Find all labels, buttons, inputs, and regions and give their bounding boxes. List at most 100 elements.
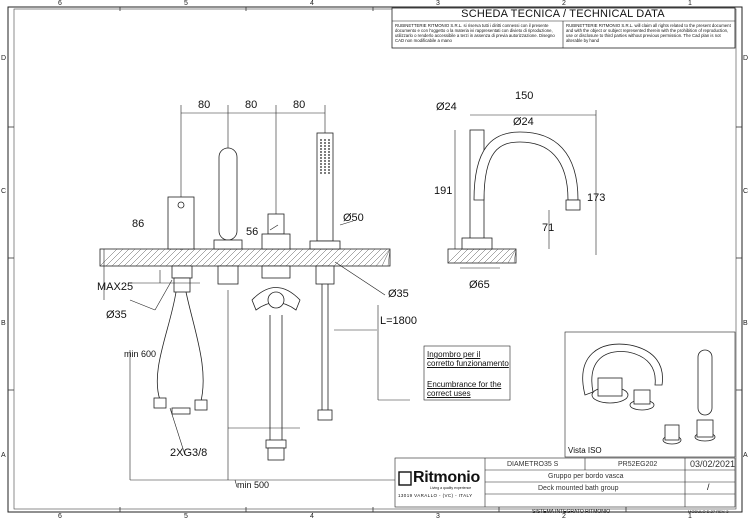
hatch-line [309, 248, 328, 267]
header-notice-it: RUBINETTERIE RITMONIO S.R.L. si riserva … [395, 23, 555, 43]
hatch-line [495, 248, 511, 264]
iso-drawing [582, 343, 716, 445]
shower-nozzle-dot [320, 151, 322, 153]
shower-nozzle-dot [324, 163, 326, 165]
iso-view-label: Vista ISO [568, 446, 602, 455]
hatch-line [123, 248, 142, 267]
shower-nozzle-dot [320, 145, 322, 147]
hatch-line [213, 248, 232, 267]
hatch-line [195, 248, 214, 267]
description-it: Gruppo per bordo vasca [548, 473, 624, 480]
hatch-line [153, 248, 172, 267]
hatch-line [459, 248, 475, 264]
hatch-line [381, 248, 391, 267]
header-title: SCHEDA TECNICA / TECHNICAL DATA [461, 8, 665, 20]
hatch-line [303, 248, 322, 267]
dim-top-80-3: 80 [293, 99, 306, 111]
shower-nozzle-dot [324, 154, 326, 156]
dim-top-80-2: 80 [245, 99, 258, 111]
shower-nozzle-dot [328, 166, 330, 168]
shower-nozzle-dot [328, 157, 330, 159]
grid-right-d: D [743, 55, 749, 62]
shower-nozzle-dot [324, 139, 326, 141]
hoses [156, 284, 329, 440]
hatch-line [387, 248, 391, 267]
side-spout [461, 129, 581, 250]
shower-nozzle-dot [324, 151, 326, 153]
hatch-line [351, 248, 370, 267]
shower-nozzle-dot [324, 172, 326, 174]
shower-nozzle-dot [328, 139, 330, 141]
grid-left-c: C [1, 188, 7, 195]
dim-min500: min 500 [237, 480, 270, 490]
grid-right-a: A [743, 452, 748, 459]
hatch-line [291, 248, 310, 267]
hatch-line [477, 248, 493, 264]
shower-nozzle-dot [324, 145, 326, 147]
shower-nozzle-dot [328, 145, 330, 147]
side-dim-173: 173 [587, 192, 606, 204]
hatch-line [489, 248, 505, 264]
hatch-line [273, 248, 292, 267]
hatch-line [189, 248, 208, 267]
grid-top-6: 6 [58, 0, 62, 7]
grid-bottom-1: 1 [688, 513, 692, 520]
side-dim-191: 191 [434, 185, 453, 197]
hatch-line [297, 248, 316, 267]
hatch-line [357, 248, 376, 267]
inner-frame [13, 8, 737, 510]
hatch-line [183, 248, 202, 267]
hatch-line [105, 248, 124, 267]
hatch-line [231, 248, 250, 267]
hatch-line [447, 248, 463, 264]
dim-max25: MAX25 [97, 281, 134, 293]
grid-top-5: 5 [184, 0, 188, 7]
shower-nozzle-dot [324, 148, 326, 150]
shower-nozzle-dot [320, 142, 322, 144]
dim-l1800: L=1800 [380, 315, 418, 327]
hatch-line [285, 248, 304, 267]
hatch-line [207, 248, 226, 267]
mixer-valve [251, 213, 301, 311]
shower-nozzle-dot [320, 163, 322, 165]
module-code: MODULO D.27 REV. 3 [688, 509, 729, 514]
brand-name: Ritmonio [413, 469, 480, 486]
dim-min600: min 600 [124, 349, 157, 359]
note-en: Encumbrance for the correct uses [427, 380, 502, 398]
hatch-line [249, 248, 268, 267]
brand-address: 13019 VARALLO - (VC) - ITALY [398, 493, 473, 498]
shower-nozzle-dot [320, 169, 322, 171]
hatch-line [507, 248, 517, 264]
side-dim-d24-top: Ø24 [436, 101, 457, 113]
deck-hatch [99, 248, 391, 267]
hatch-line [165, 248, 184, 267]
side-dimensions [454, 110, 597, 269]
grid-bottom-3: 3 [436, 513, 440, 520]
header-box [391, 7, 736, 49]
hose-fittings [153, 397, 333, 461]
hatch-line [237, 248, 256, 267]
hatch-line [465, 248, 481, 264]
shower-nozzle-dot [328, 148, 330, 150]
grid-right-c: C [743, 188, 749, 195]
shower-nozzle-dot [320, 154, 322, 156]
hatch-line [147, 248, 166, 267]
zone-ticks [8, 7, 742, 512]
dim-d50: Ø50 [343, 212, 364, 224]
hatch-line [363, 248, 382, 267]
shower-nozzle-dot [320, 172, 322, 174]
side-dim-d24: Ø24 [513, 116, 534, 128]
hatch-line [141, 248, 160, 267]
hatch-line [321, 248, 340, 267]
note-box [423, 345, 511, 401]
hatch-line [117, 248, 136, 267]
dim-56: 56 [246, 226, 259, 238]
dim-d35-left: Ø35 [106, 309, 127, 321]
grid-top-4: 4 [310, 0, 314, 7]
dim-86: 86 [132, 218, 145, 230]
encumbrance-lines [103, 249, 410, 481]
spout [213, 147, 243, 285]
shower-nozzle-dot [328, 172, 330, 174]
grid-bottom-4: 4 [310, 513, 314, 520]
